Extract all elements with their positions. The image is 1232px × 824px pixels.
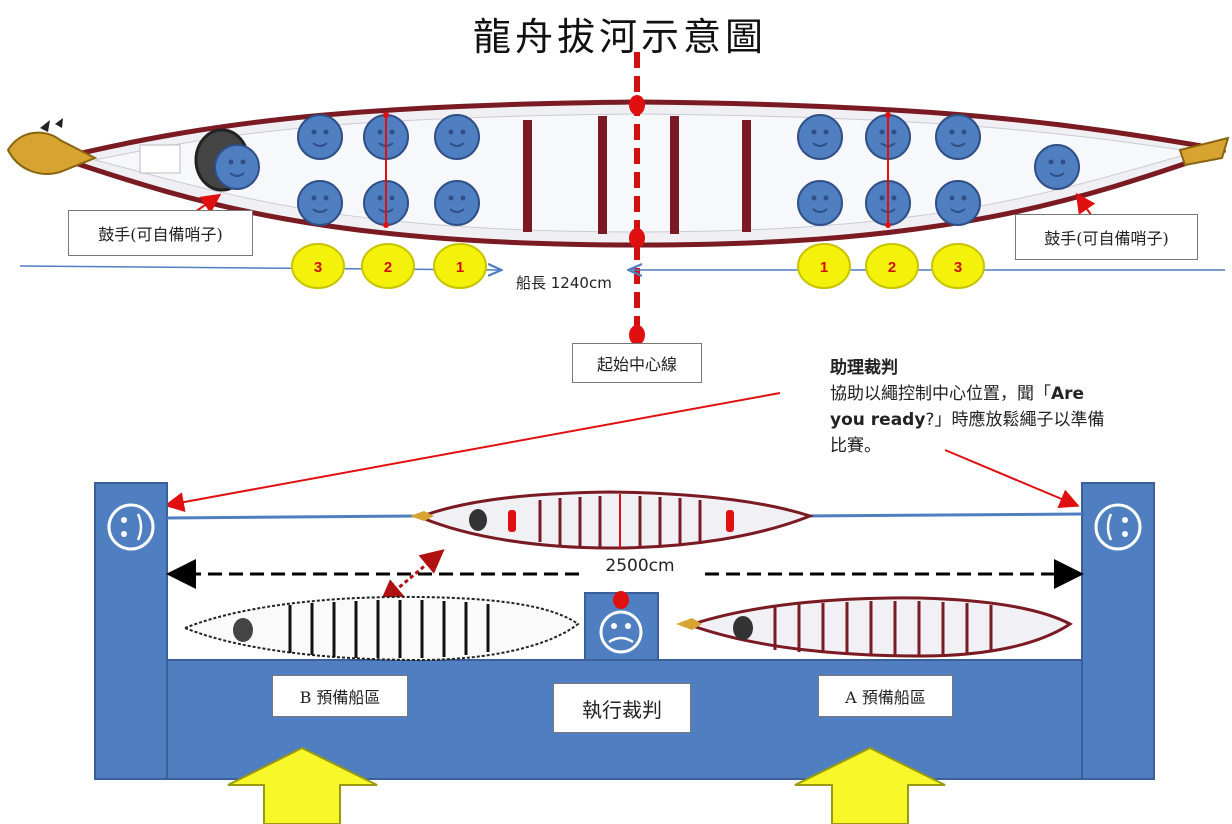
executive-referee-label: 執行裁判 — [553, 683, 691, 733]
rower-icon — [935, 114, 981, 160]
rower-number-label: 1 — [820, 259, 828, 276]
dragon-head-icon — [6, 131, 98, 175]
rower-icon — [297, 180, 343, 226]
boat-length-label: 船長 1240cm — [516, 274, 612, 292]
entry-arrow-right — [794, 746, 946, 824]
standby-boat-a — [676, 596, 1073, 658]
entry-arrow-left — [227, 746, 378, 824]
boat-seats — [523, 116, 751, 234]
assistant-referee-note: 助理裁判 協助以繩控制中心位置，聞「Are you ready?」時應放鬆繩子以… — [830, 355, 1170, 459]
page-title: 龍舟拔河示意圖 — [472, 15, 767, 59]
boat-length-arrows — [19, 266, 1225, 270]
assistant-referee-right-icon — [1094, 503, 1142, 551]
zone-a-label: A 預備船區 — [818, 675, 953, 717]
note-line1: 協助以繩控制中心位置，聞「 — [830, 384, 1051, 404]
tug-rope — [166, 514, 421, 520]
rower-icon — [434, 180, 480, 226]
rower-number-label: 2 — [384, 259, 392, 276]
rower-number-circle — [797, 243, 851, 289]
drummer-icon — [1034, 144, 1080, 190]
distance-label: 2500cm — [580, 556, 700, 576]
note-em2: you ready — [830, 410, 926, 430]
zone-b-label: B 預備船區 — [272, 675, 408, 717]
rower-number-label: 2 — [888, 259, 896, 276]
drummer-left-label: 鼓手(可自備哨子) — [68, 210, 253, 256]
rower-number-circle — [931, 243, 985, 289]
rower-numbers: 3 2 1 1 2 3 — [291, 243, 985, 289]
rower-number-circle — [433, 243, 487, 289]
rower-number-circle — [361, 243, 415, 289]
rower-icon — [297, 114, 343, 160]
start-center-line-label: 起始中心線 — [572, 343, 702, 383]
standby-boat-b — [182, 595, 580, 662]
start-center-line — [629, 52, 645, 345]
rower-number-label: 1 — [456, 259, 464, 276]
drummer-right-label: 鼓手(可自備哨子) — [1015, 214, 1198, 260]
rower-icon — [434, 114, 480, 160]
note-em1: Are — [1051, 384, 1085, 404]
note-line3: 比賽。 — [830, 436, 881, 456]
rower-number-circle — [865, 243, 919, 289]
rower-icon — [935, 180, 981, 226]
note-line2: ?」時應放鬆繩子以準備 — [925, 410, 1105, 430]
rower-icon — [797, 180, 843, 226]
executive-referee-icon — [599, 591, 643, 654]
drummer-icon — [214, 144, 260, 190]
rower-number-label: 3 — [954, 259, 962, 276]
rowers-top — [214, 114, 1080, 226]
rower-number-label: 3 — [314, 259, 322, 276]
assistant-referee-left-icon — [107, 503, 155, 551]
dragon-tail-icon — [1178, 136, 1230, 167]
active-boat — [410, 490, 815, 550]
rower-icon — [797, 114, 843, 160]
assistant-referee-heading: 助理裁判 — [830, 358, 898, 378]
rower-number-circle — [291, 243, 345, 289]
